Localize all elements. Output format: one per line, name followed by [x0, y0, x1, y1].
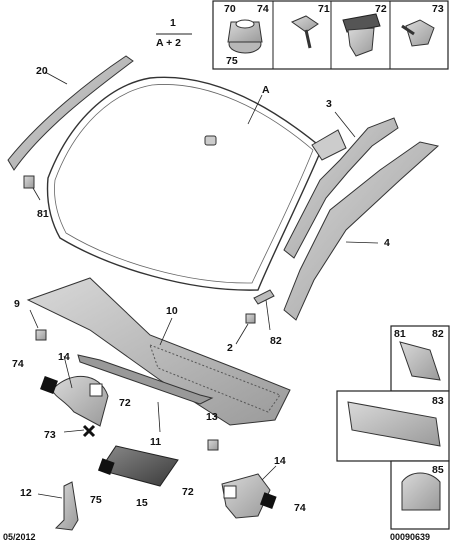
detail-box-81-82 [390, 325, 450, 392]
detail-label-81: 81 [394, 328, 406, 340]
bracket-81 [23, 175, 41, 201]
fastener-kit-box [212, 0, 449, 70]
hinge-12 [37, 481, 79, 531]
clip-icon [342, 13, 381, 57]
fastener-label-72: 72 [375, 3, 387, 15]
detail-label-83: 83 [432, 395, 444, 407]
callout-20: 20 [36, 65, 48, 77]
callout-82: 82 [270, 335, 282, 347]
trim-strip-20 [7, 55, 134, 171]
callout-13: 13 [206, 411, 218, 423]
detail-label-85: 85 [432, 464, 444, 476]
detail-box-85 [390, 460, 450, 530]
callout-3: 3 [326, 98, 332, 110]
sensor-2 [235, 313, 256, 345]
screw-icon [290, 15, 319, 49]
a-pillar-trim-3 [283, 111, 399, 259]
bracket-82 [253, 289, 275, 331]
air-duct-14-left [40, 355, 109, 438]
cowl-panel-10 [26, 277, 291, 426]
a-pillar-trim-4 [283, 141, 440, 321]
callout-74-right: 74 [294, 502, 306, 514]
fastener-label-74: 74 [257, 3, 269, 15]
fastener-label-75: 75 [226, 55, 238, 67]
flange-nut-icon [227, 19, 263, 54]
callout-72-left: 72 [119, 397, 131, 409]
header-ref: 1 [170, 17, 176, 29]
callout-15: 15 [136, 497, 148, 509]
callout-73: 73 [44, 429, 56, 441]
clip-9 [29, 309, 47, 341]
filter-panel-15 [97, 445, 179, 487]
callout-81: 81 [37, 208, 49, 220]
callout-74-left: 74 [12, 358, 24, 370]
callout-4: 4 [384, 237, 390, 249]
bolt-icon [401, 19, 435, 47]
callout-2: 2 [227, 342, 233, 354]
footer-date: 05/2012 [3, 532, 36, 542]
fastener-label-71: 71 [318, 3, 330, 15]
detail-label-82: 82 [432, 328, 444, 340]
bracket-13 [207, 439, 219, 451]
header-sub: A + 2 [156, 37, 181, 49]
callout-11: 11 [150, 436, 162, 448]
callout-10: 10 [166, 305, 178, 317]
fastener-label-73: 73 [432, 3, 444, 15]
windscreen-glass [46, 76, 323, 291]
callout-14-right: 14 [274, 455, 286, 467]
air-duct-14-right [221, 465, 277, 519]
seal-11 [77, 354, 214, 433]
footer-code: 00090639 [390, 532, 431, 542]
fastener-label-70: 70 [224, 3, 236, 15]
callout-9: 9 [14, 298, 20, 310]
callout-75: 75 [90, 494, 102, 506]
callout-72-right: 72 [182, 486, 194, 498]
detail-box-83 [336, 390, 450, 462]
callout-12: 12 [20, 487, 32, 499]
callout-A: A [262, 84, 270, 96]
callout-14-left: 14 [58, 351, 70, 363]
